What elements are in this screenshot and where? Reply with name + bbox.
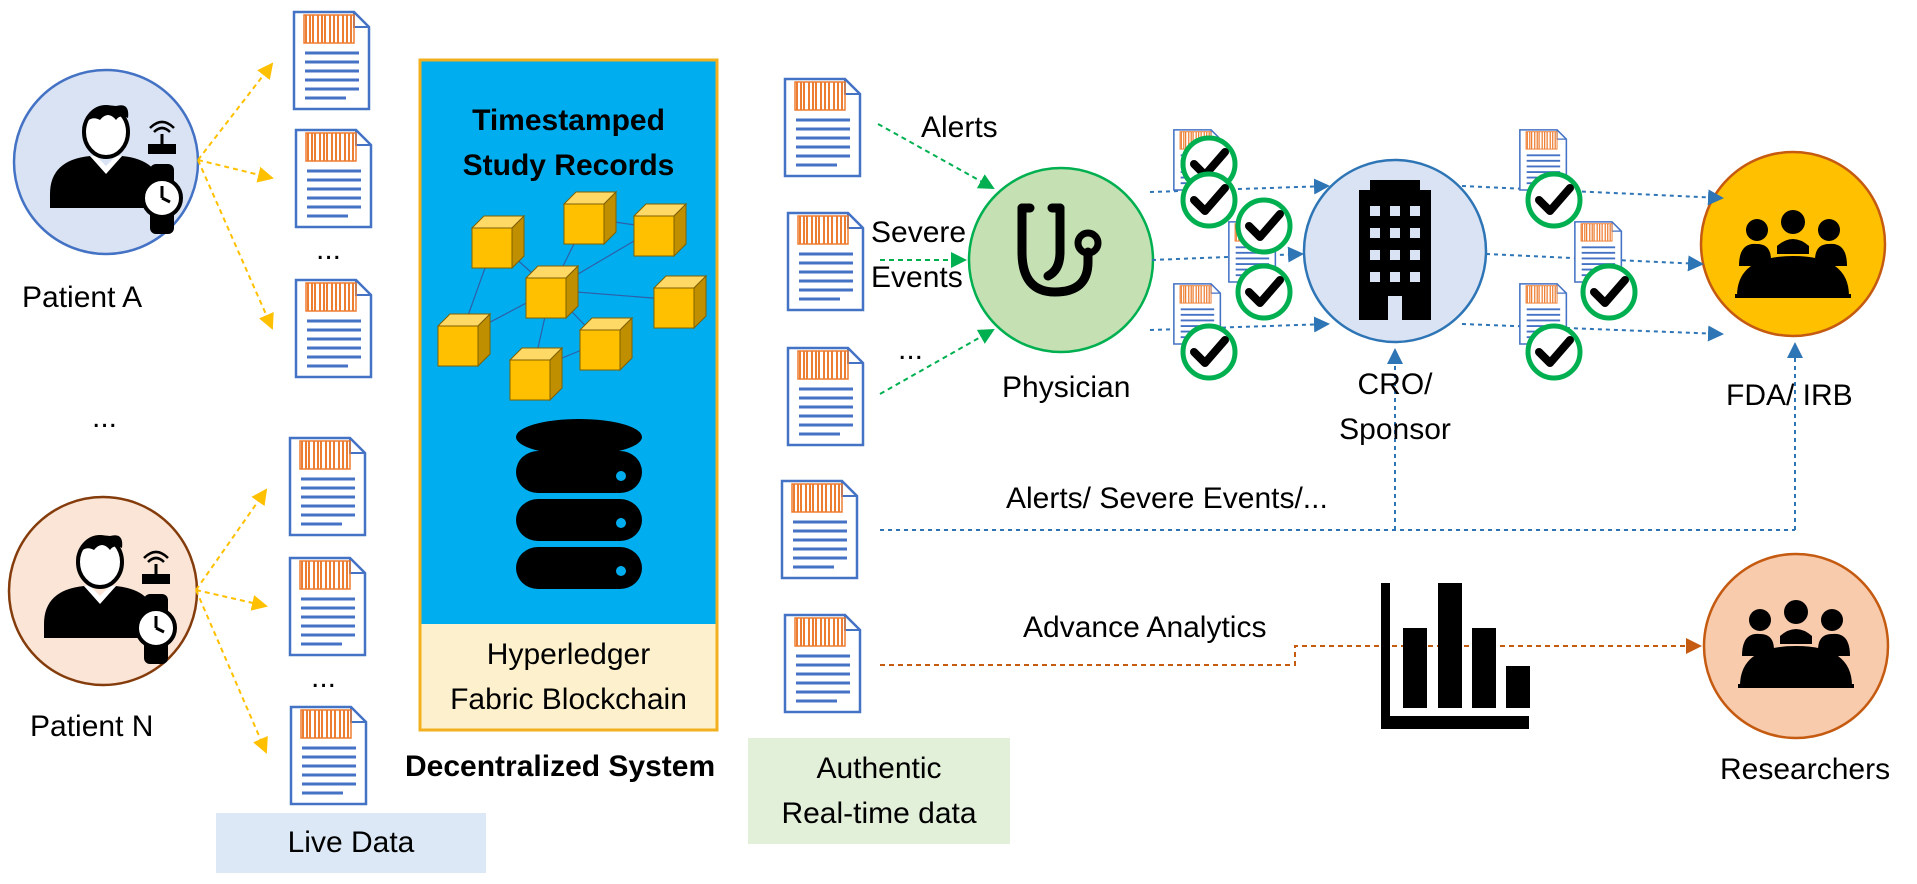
- verified-check-5: [1183, 174, 1235, 226]
- blockchain-border: [418, 58, 719, 732]
- auth-doc-3: [786, 346, 865, 447]
- physician-label: Physician: [1002, 371, 1131, 404]
- bar-chart-icon: [1381, 583, 1530, 729]
- cro-label-line1: CRO/: [1357, 368, 1433, 401]
- auth-doc-5: [783, 613, 862, 714]
- blockchain-footer: [420, 624, 717, 730]
- live-doc-6: [289, 705, 368, 806]
- patient-n-arrows: [195, 488, 268, 754]
- flow-ellipsis: ...: [898, 333, 924, 366]
- authentic-label: Authentic Real-time data: [748, 746, 1010, 836]
- live-doc-4: [288, 436, 367, 537]
- physician-to-cro-arrows: [1149, 178, 1330, 333]
- live-data-box: Live Data: [216, 813, 486, 873]
- auth-doc-2: [786, 211, 865, 312]
- verified-check-4: [1238, 200, 1290, 252]
- patient-a-arrows: [197, 62, 274, 330]
- office-building-icon: [1359, 180, 1431, 320]
- decentralized-system-label: Decentralized System: [405, 750, 716, 783]
- fda-group-icon: [1733, 208, 1853, 298]
- live-data-ellipsis-top: ...: [316, 233, 342, 266]
- advance-analytics-label: Advance Analytics: [1023, 611, 1267, 644]
- auth-doc-4: [780, 479, 859, 580]
- live-doc-3: [294, 278, 373, 379]
- alerts-broadcast-arrows: [880, 342, 1803, 531]
- live-doc-2: [294, 128, 373, 229]
- authentic-box: Authentic Real-time data: [748, 738, 1010, 844]
- cro-to-fda-arrows: [1461, 185, 1724, 342]
- cro-label: CRO/ Sponsor: [1328, 362, 1462, 452]
- fda-label: FDA/ IRB: [1726, 379, 1853, 412]
- verified-check-2: [1238, 266, 1290, 318]
- patients-ellipsis: ...: [92, 401, 118, 434]
- database-icon: [516, 419, 642, 589]
- blockchain-title: Timestamped Study Records: [420, 98, 717, 188]
- blockchain-platform: Hyperledger Fabric Blockchain: [420, 632, 717, 722]
- researchers-group-icon: [1736, 598, 1856, 688]
- alerts-severe-label: Alerts/ Severe Events/...: [1006, 482, 1328, 515]
- auth-doc-1: [783, 77, 862, 178]
- alerts-label: Alerts: [921, 111, 998, 144]
- authentic-line2: Real-time data: [781, 797, 977, 830]
- authentic-line1: Authentic: [816, 752, 942, 785]
- verified-check-7: [1583, 266, 1635, 318]
- stethoscope-icon: [1017, 203, 1102, 297]
- severe-line2: Events: [871, 261, 963, 294]
- live-data-label: Live Data: [287, 826, 415, 859]
- patient-n-circle: [7, 495, 199, 687]
- blockchain-title-line2: Study Records: [462, 149, 675, 182]
- severe-events-label: Severe Events: [871, 210, 966, 300]
- verified-check-6: [1528, 174, 1580, 226]
- blockchain-platform-line1: Hyperledger: [486, 638, 651, 671]
- patient-a-label: Patient A: [22, 281, 143, 314]
- researchers-label: Researchers: [1720, 753, 1891, 786]
- live-doc-1: [292, 10, 371, 111]
- live-doc-5: [288, 556, 367, 657]
- patient-n-label: Patient N: [30, 710, 154, 743]
- verified-check-8: [1528, 326, 1580, 378]
- physician-input-arrows: [877, 123, 995, 395]
- verified-check-3: [1183, 326, 1235, 378]
- cro-label-line2: Sponsor: [1339, 413, 1451, 446]
- blockchain-title-line1: Timestamped: [472, 104, 665, 137]
- blockchain-platform-line2: Fabric Blockchain: [450, 683, 687, 716]
- live-data-ellipsis-bottom: ...: [311, 661, 337, 694]
- analytics-arrow: [880, 638, 1702, 666]
- severe-line1: Severe: [871, 216, 967, 249]
